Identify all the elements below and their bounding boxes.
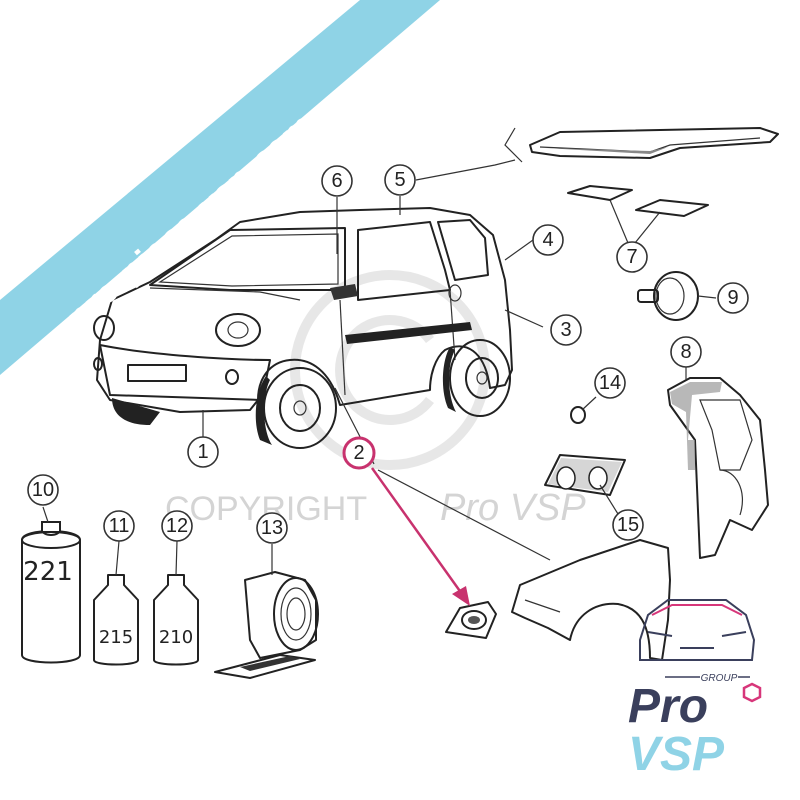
callout-8: 8 (670, 336, 702, 368)
container-10-illustration (21, 521, 81, 664)
logo-pro-text: Pro (628, 680, 708, 733)
svg-text:Pro VSP: Pro VSP (440, 487, 586, 529)
svg-text:12: 12 (166, 515, 188, 537)
svg-text:8: 8 (680, 341, 691, 363)
callout-2[interactable]: 2 (342, 436, 376, 470)
tape-roll-illustration (214, 571, 319, 679)
front-fender-illustration (511, 539, 671, 661)
svg-text:9: 9 (727, 287, 738, 309)
car-illustration (93, 207, 513, 449)
provsp-logo: GROUP Pro VSP (628, 599, 762, 781)
svg-text:2: 2 (353, 442, 364, 464)
callout-1: 1 (187, 436, 219, 468)
logo-car-outline-icon (639, 599, 756, 661)
callout-15: 15 (612, 509, 644, 541)
roof-panel-illustration (504, 127, 779, 163)
callout-6: 6 (321, 165, 353, 197)
clip-illustration (637, 271, 699, 321)
container-12-label: 210 (159, 627, 193, 648)
copyright-watermark: COPYRIGHT Pro VSP (165, 487, 586, 529)
callout-14: 14 (594, 367, 626, 399)
callout-9: 9 (717, 282, 749, 314)
seal-ring-illustration (570, 406, 586, 424)
callout-13: 13 (256, 512, 288, 544)
callout-7: 7 (616, 241, 648, 273)
container-11-label: 215 (99, 627, 133, 648)
callout-4: 4 (532, 224, 564, 256)
callout-3: 3 (550, 314, 582, 346)
svg-text:10: 10 (32, 479, 54, 501)
callout-10: 10 (27, 474, 59, 506)
svg-text:11: 11 (109, 515, 130, 537)
rear-quarter-panel-illustration (667, 377, 769, 559)
sticker-pads-illustration (567, 185, 709, 217)
highlight-arrow (370, 467, 470, 606)
callout-12: 12 (161, 510, 193, 542)
svg-text:15: 15 (617, 514, 639, 536)
svg-text:1: 1 (197, 441, 208, 463)
container-12-illustration (153, 574, 199, 666)
svg-text:6: 6 (331, 170, 342, 192)
callout-5: 5 (384, 164, 416, 196)
logo-vsp-text: VSP (628, 728, 725, 781)
svg-text:3: 3 (560, 319, 571, 341)
logo-group-label: GROUP (701, 673, 738, 684)
svg-text:13: 13 (261, 517, 283, 539)
svg-text:14: 14 (599, 372, 621, 394)
container-11-illustration (93, 574, 139, 666)
svg-text:7: 7 (626, 246, 637, 268)
watermark-circle (290, 270, 490, 470)
container-10-label: 221 (23, 557, 73, 587)
svg-text:4: 4 (542, 229, 553, 251)
gasket-plate-illustration (544, 454, 626, 496)
indicator-light-illustration (445, 601, 497, 639)
svg-text:5: 5 (394, 169, 405, 191)
callout-11: 11 (103, 510, 135, 542)
